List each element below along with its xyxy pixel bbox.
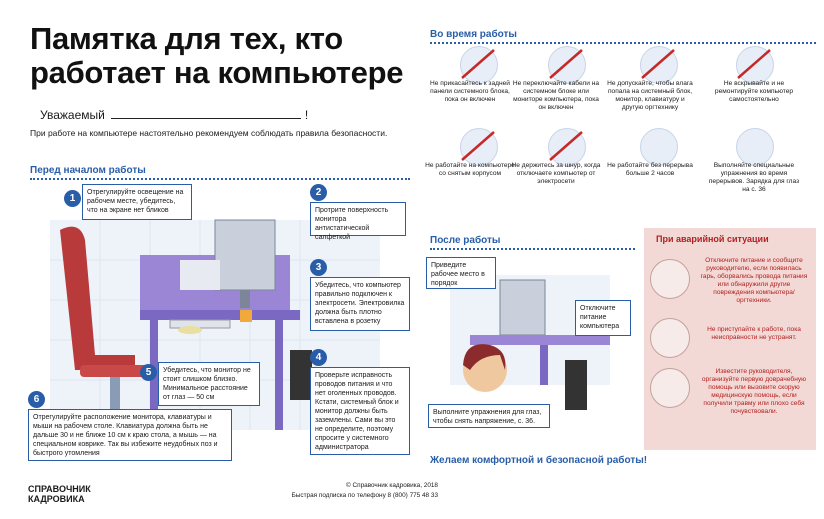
during-item-8: Выполняйте специальные упражнения во вре… bbox=[708, 162, 800, 193]
emergency-item-3: Известите руководителя, организуйте перв… bbox=[701, 368, 807, 415]
emergency-item-1: Отключите питание и сообщите руководител… bbox=[700, 257, 808, 304]
clock-icon bbox=[640, 128, 678, 166]
step-number-3: 3 bbox=[310, 259, 327, 276]
phone-call-icon bbox=[650, 368, 690, 408]
emergency-heading: При аварийной ситуации bbox=[656, 234, 769, 244]
during-item-7: Не работайте без перерыва больше 2 часов bbox=[607, 162, 693, 177]
after-box-1: Приведите рабочее место в порядок bbox=[426, 257, 496, 289]
intro-text: При работе на компьютере настоятельно ре… bbox=[30, 128, 388, 138]
fire-warning-icon bbox=[650, 259, 690, 299]
step-box-1: Отрегулируйте освещение на рабочем месте… bbox=[82, 184, 192, 220]
step-box-5: Убедитесь, что монитор не стоит слишком … bbox=[158, 362, 260, 406]
exercise-icon bbox=[736, 128, 774, 166]
step-box-4: Проверьте исправность проводов питания и… bbox=[310, 367, 410, 455]
during-item-1: Не прикасайтесь к задней панели системно… bbox=[430, 80, 510, 103]
section-divider bbox=[30, 178, 410, 180]
step-number-1: 1 bbox=[64, 190, 81, 207]
emergency-item-2: Не приступайте к работе, пока неисправно… bbox=[707, 326, 801, 341]
step-number-2: 2 bbox=[310, 184, 327, 201]
name-blank-line bbox=[110, 108, 301, 119]
during-grid: Не прикасайтесь к задней панели системно… bbox=[425, 46, 820, 216]
step-number-4: 4 bbox=[310, 349, 327, 366]
after-heading: После работы bbox=[430, 235, 501, 246]
during-item-5: Не работайте на компьютере со снятым кор… bbox=[425, 162, 515, 177]
copyright-text: © Справочник кадровика, 2018 bbox=[346, 482, 438, 489]
after-box-3: Выполните упражнения для глаз, чтобы сня… bbox=[428, 404, 550, 428]
during-heading: Во время работы bbox=[430, 29, 517, 40]
subscribe-text: Быстрая подписка по телефону 8 (800) 775… bbox=[291, 492, 438, 499]
step-number-5: 5 bbox=[140, 364, 157, 381]
during-item-3: Не допускайте, чтобы влага попала на сис… bbox=[607, 80, 693, 111]
closing-wish: Желаем комфортной и безопасной работы! bbox=[430, 455, 648, 466]
prohibition-marks bbox=[461, 49, 771, 161]
no-cable-switch-icon bbox=[548, 46, 586, 84]
section-divider bbox=[430, 248, 635, 250]
before-heading: Перед началом работы bbox=[30, 165, 146, 176]
page-title: Памятка для тех, кто работает на компьют… bbox=[30, 21, 404, 90]
during-item-2: Не переключайте кабели на системном блок… bbox=[512, 80, 600, 111]
brand-logo: СПРАВОЧНИК КАДРОВИКА bbox=[28, 484, 91, 504]
no-work-icon bbox=[650, 318, 690, 358]
step-box-6: Отрегулируйте расположение монитора, кла… bbox=[28, 409, 232, 461]
step-box-2: Протрите поверхность монитора антистатич… bbox=[310, 202, 406, 241]
during-item-4: Не вскрывайте и не ремонтируйте компьюте… bbox=[714, 80, 794, 103]
step-box-3: Убедитесь, что компьютер правильно подкл… bbox=[310, 277, 410, 331]
section-divider bbox=[430, 42, 816, 44]
during-item-6: Не держитесь за шнур, когда отключаете к… bbox=[511, 162, 601, 185]
greeting: Уважаемый! bbox=[40, 108, 309, 122]
step-number-6: 6 bbox=[28, 391, 45, 408]
after-box-2: Отключите питание компьютера bbox=[575, 300, 631, 336]
